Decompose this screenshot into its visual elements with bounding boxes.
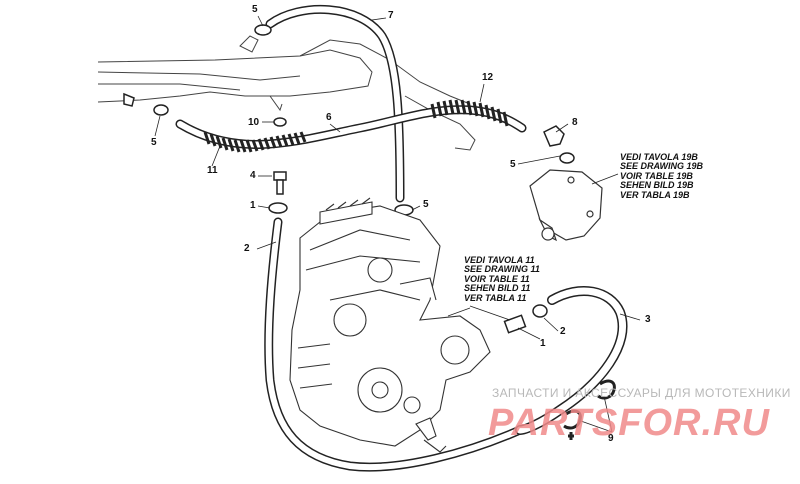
- callout-4: 4: [250, 170, 256, 181]
- engine-block: [289, 197, 491, 453]
- callout-5: 5: [510, 159, 516, 170]
- reference-line: VER TABLA 19B: [620, 189, 690, 200]
- callout-5: 5: [423, 199, 429, 210]
- reference-line: VER TABLA 11: [464, 292, 527, 303]
- reference-table-19b: VEDI TAVOLA 19B SEE DRAWING 19B VOIR TAB…: [620, 152, 704, 200]
- callout-8: 8: [572, 117, 578, 128]
- reference-line: VEDI TAVOLA 11: [464, 255, 535, 265]
- thermostat-housing: [529, 169, 603, 242]
- hose-3: [515, 285, 628, 435]
- callout-3: 3: [645, 314, 651, 325]
- spring-12: [430, 99, 509, 127]
- callout-10: 10: [248, 117, 260, 128]
- reference-line: SEE DRAWING 19B: [620, 161, 704, 172]
- spring-11: [203, 131, 307, 153]
- hose-2: [264, 217, 525, 472]
- callout-5: 5: [252, 4, 258, 15]
- callout-12: 12: [482, 72, 494, 83]
- reference-table-11: VEDI TAVOLA 11 SEE DRAWING 11 VOIR TABLE…: [464, 255, 540, 303]
- clip-9: [563, 379, 616, 440]
- callout-5: 5: [151, 137, 157, 148]
- watermark-logo: PARTSFOR.RU: [488, 402, 770, 444]
- callout-7: 7: [388, 10, 394, 21]
- leader-lines: [154, 15, 641, 433]
- callout-11: 11: [207, 165, 218, 176]
- callout-1: 1: [250, 200, 256, 211]
- reference-line: VOIR TABLE 19B: [620, 170, 693, 181]
- frame-outline: [97, 35, 476, 151]
- callout-2: 2: [244, 243, 250, 254]
- reference-line: SEHEN BILD 11: [464, 283, 531, 294]
- watermark-tagline: ЗАПЧАСТИ И АКСЕССУАРЫ ДЛЯ МОТОТЕХНИКИ: [492, 386, 791, 400]
- reference-line: SEHEN BILD 19B: [620, 180, 694, 191]
- callout-6: 6: [326, 112, 332, 123]
- callout-2: 2: [560, 326, 566, 337]
- reference-line: VOIR TABLE 11: [464, 273, 530, 284]
- hose-6: [175, 105, 527, 149]
- callout-1: 1: [540, 338, 546, 349]
- hose-7: [265, 4, 405, 203]
- reference-line: VEDI TAVOLA 19B: [620, 152, 698, 162]
- callout-9: 9: [608, 433, 614, 444]
- reference-line: SEE DRAWING 11: [464, 264, 540, 275]
